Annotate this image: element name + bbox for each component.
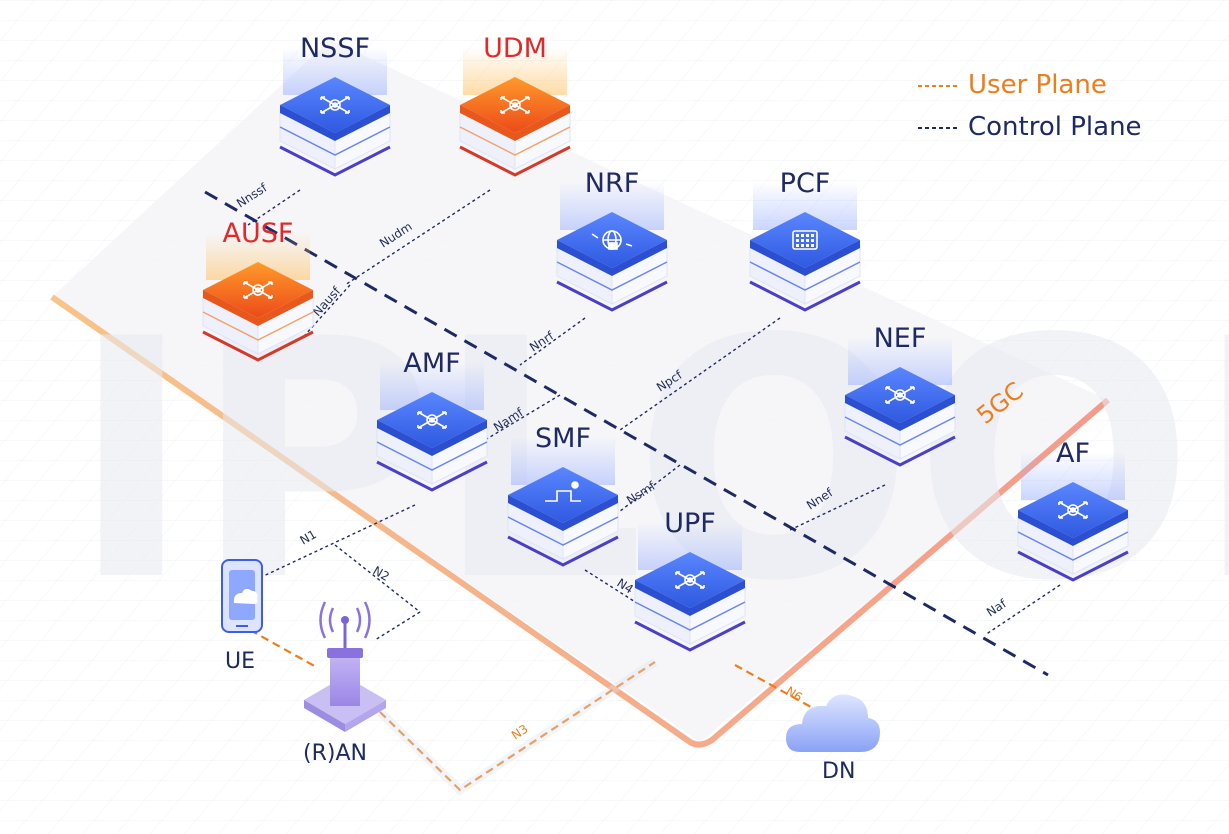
core-platform	[52, 40, 1108, 742]
nssf-base	[279, 145, 391, 177]
globe-lock-icon	[591, 230, 633, 250]
af-label: AF	[1056, 438, 1090, 469]
udm-base	[459, 145, 571, 177]
policy-panel-icon	[792, 230, 818, 250]
pcf-base	[749, 280, 861, 312]
network-node-icon	[500, 96, 530, 114]
ran-label: (R)AN	[303, 741, 367, 766]
nrf-function[interactable]: NRF	[556, 168, 668, 312]
amf-label: AMF	[403, 348, 460, 379]
service-bus-line	[204, 190, 1049, 677]
pcf-function[interactable]: PCF	[749, 168, 861, 312]
upf-label: UPF	[664, 508, 716, 539]
network-node-icon	[243, 281, 273, 299]
nef-base	[844, 435, 956, 467]
network-node-icon	[675, 571, 705, 589]
cloud-icon	[233, 588, 258, 604]
network-node-icon	[1058, 501, 1088, 519]
ausf-base	[202, 330, 314, 362]
dn-label: DN	[822, 759, 855, 784]
network-node-icon	[885, 386, 915, 404]
dn-cloud[interactable]	[786, 694, 880, 752]
af-function[interactable]: AF	[1017, 438, 1129, 582]
upf-base	[634, 620, 746, 652]
nef-function[interactable]: NEF	[844, 323, 956, 467]
upf-function[interactable]: UPF	[634, 508, 746, 652]
nef-label: NEF	[874, 323, 927, 354]
network-node-icon	[320, 96, 350, 114]
network-node-icon	[417, 411, 447, 429]
ran-tower[interactable]	[304, 601, 386, 732]
ue-device[interactable]	[221, 559, 263, 633]
ausf-label: AUSF	[223, 218, 294, 249]
nrf-label: NRF	[585, 168, 640, 199]
pcf-label: PCF	[780, 168, 831, 199]
legend: User Plane Control Plane	[918, 70, 1142, 142]
af-base	[1017, 550, 1129, 582]
nrf-base	[556, 280, 668, 312]
signal-waves-icon	[319, 601, 371, 639]
amf-base	[376, 460, 488, 492]
ue-label: UE	[225, 649, 255, 674]
smf-function[interactable]: SMF	[507, 423, 619, 567]
smf-label: SMF	[535, 423, 591, 454]
nssf-label: NSSF	[300, 33, 370, 64]
amf-function[interactable]: AMF	[376, 348, 488, 492]
smf-base	[507, 535, 619, 567]
user-plane-interfaces	[249, 629, 821, 792]
ausf-function[interactable]: AUSF	[202, 218, 314, 362]
network-functions: NSSF UDM NRF PCF AUSF AMF NEF SMF UPF AF	[202, 33, 1129, 652]
udm-label: UDM	[483, 33, 547, 64]
legend-control-plane: Control Plane	[968, 112, 1142, 142]
udm-function[interactable]: UDM	[459, 33, 571, 177]
core-platform-edge	[50, 294, 1110, 748]
legend-user-plane: User Plane	[968, 70, 1107, 100]
n3-shadow	[376, 658, 658, 796]
nssf-function[interactable]: NSSF	[279, 33, 391, 177]
session-path-icon	[545, 481, 581, 502]
